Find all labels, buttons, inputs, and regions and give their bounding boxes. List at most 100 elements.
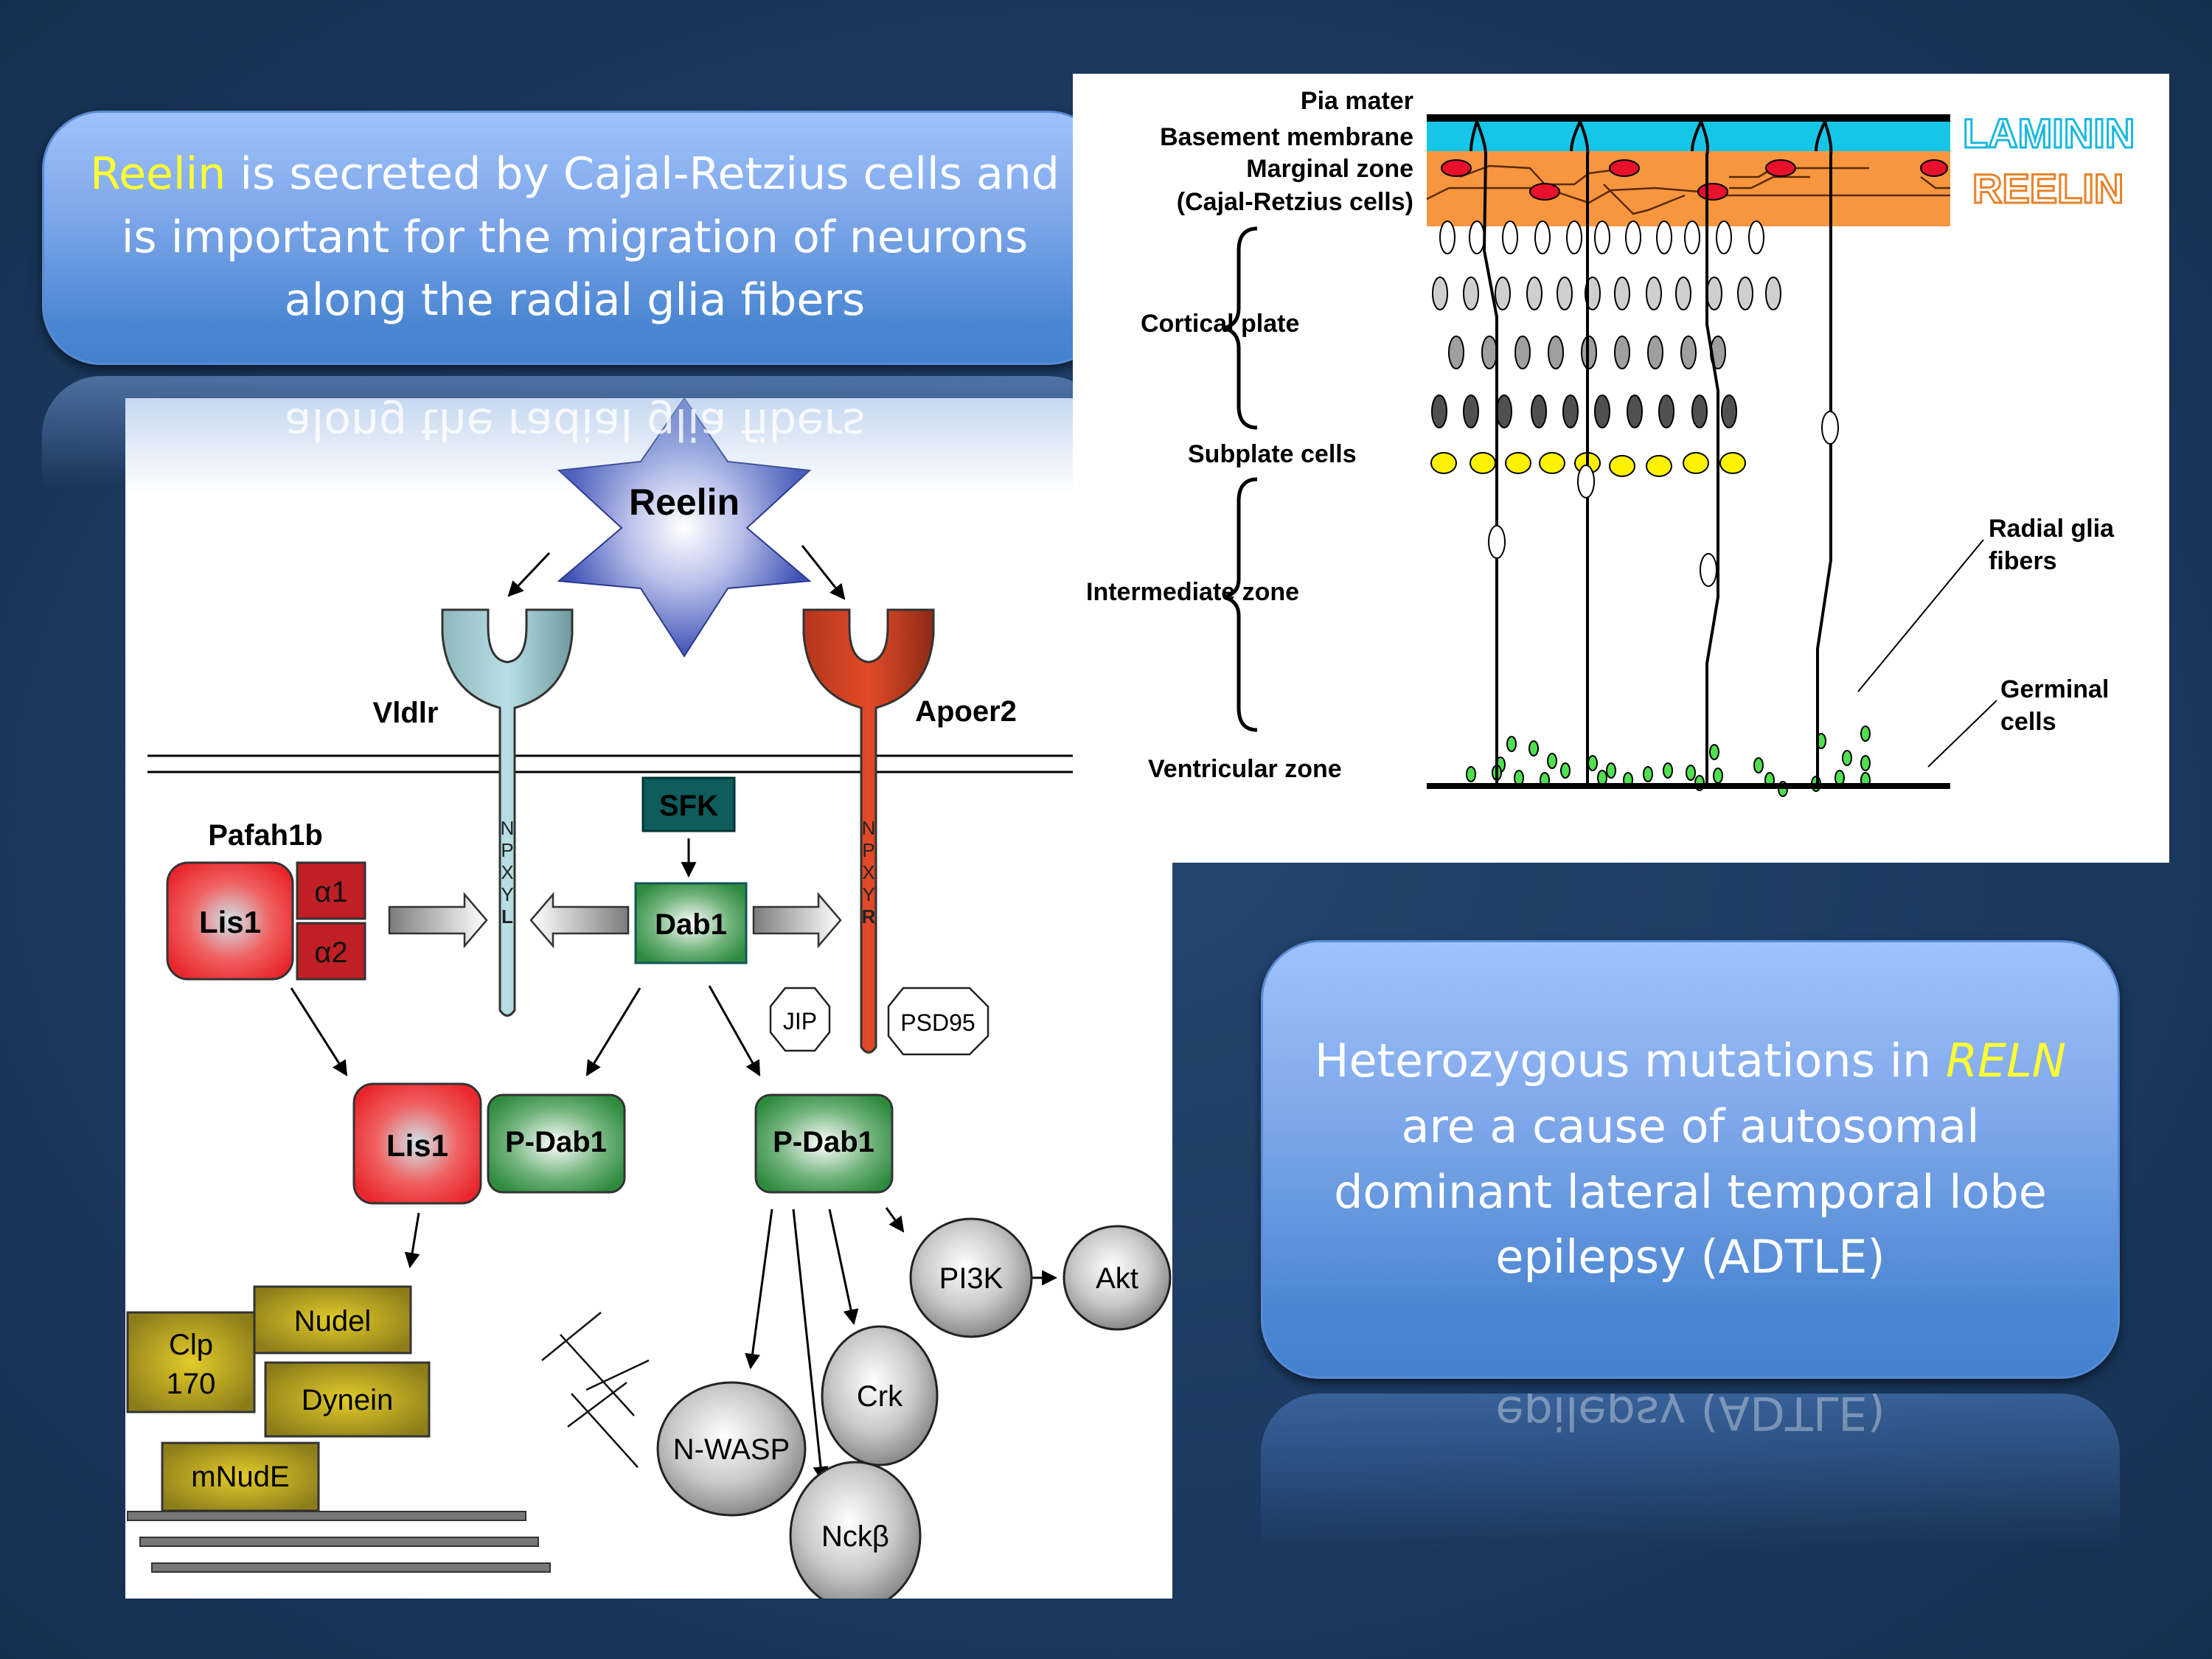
- nwasp-label: N-WASP: [673, 1433, 790, 1466]
- label-pia-mater: Pia mater: [1301, 87, 1413, 115]
- laminin-layer: [1427, 122, 1950, 151]
- reelin-highlight: Reelin: [90, 147, 226, 200]
- germinal-cell: [1686, 765, 1696, 781]
- motif-left-4: L: [501, 905, 513, 928]
- vldlr-receptor: Vldlr N P X Y L: [373, 608, 574, 1017]
- cortical-plate-neuron: [1748, 220, 1764, 254]
- cortical-plate-neuron: [1562, 394, 1579, 428]
- lis1-pdab1-complex: Lis1 P-Dab1: [352, 1082, 626, 1205]
- motif-left-1: P: [501, 839, 513, 861]
- label-cajal-retzius: (Cajal-Retzius cells): [1177, 188, 1413, 216]
- callout1-line3: along the radial glia fibers: [284, 274, 866, 327]
- cortical-plate-neuron: [1625, 220, 1641, 254]
- reln-epilepsy-callout: Heterozygous mutations in RELN are a cau…: [1261, 940, 2120, 1379]
- arrow-reelin-vldlr: [507, 552, 551, 597]
- cortical-plate-neuron: [1481, 335, 1498, 369]
- alpha1-label: α1: [314, 876, 347, 908]
- callout2-line1: Heterozygous mutations in RELN: [1314, 1034, 2067, 1088]
- germinal-cell: [1713, 768, 1723, 784]
- alpha2-box: α2: [296, 922, 366, 981]
- pia-mater-line: [1427, 114, 1950, 122]
- label-radial-glia-1: Radial glia: [1989, 515, 2115, 543]
- cortical-plate-neuron: [1627, 394, 1643, 428]
- germinal-cell: [1643, 766, 1653, 782]
- migrating-neurons: [1488, 411, 1839, 587]
- nudel-label: Nudel: [294, 1305, 372, 1338]
- subplate-cell: [1646, 455, 1672, 477]
- dynein-label: Dynein: [302, 1384, 394, 1416]
- germinal-cell: [1842, 750, 1852, 766]
- cajal-retzius-cell: [1765, 159, 1796, 177]
- cajal-retzius-cell: [1529, 183, 1560, 201]
- cortical-plate-neuron: [1716, 220, 1732, 254]
- actin-filaments: [541, 1312, 650, 1468]
- motif-right-0: N: [862, 817, 876, 839]
- microtubule-3: [151, 1562, 551, 1573]
- reelin-star: Reelin: [557, 397, 812, 658]
- cortical-plate-neuron: [1431, 394, 1447, 428]
- arrow-dab1-complex: [585, 987, 641, 1077]
- pdab1-label: P-Dab1: [773, 1126, 874, 1158]
- label-intermediate-zone: Intermediate zone: [1086, 578, 1299, 606]
- reelin-info-callout: Reelin is secreted by Cajal-Retzius cell…: [42, 111, 1107, 365]
- complex-lis1-label: Lis1: [386, 1128, 448, 1163]
- subplate-cell: [1505, 452, 1531, 474]
- motif-right-3: Y: [862, 883, 874, 905]
- cortical-plate-neuron: [1463, 276, 1479, 310]
- label-cortical-plate: Cortical plate: [1141, 310, 1299, 338]
- reelin-label: Reelin: [629, 481, 740, 523]
- microtubule-1: [127, 1511, 526, 1521]
- crk-node: Crk: [821, 1325, 939, 1467]
- arrow-pdab1-pi3k: [885, 1207, 905, 1233]
- cortical-plate-neuron: [1680, 335, 1697, 369]
- arrow-dab1-pdab1: [708, 985, 761, 1077]
- label-germinal-2: cells: [2000, 708, 2056, 736]
- callout1-line1: Reelin is secreted by Cajal-Retzius cell…: [90, 147, 1060, 200]
- callout2-line3: dominant lateral temporal lobe: [1334, 1164, 2047, 1219]
- radial-glia-pointer: [1857, 539, 1984, 692]
- motif-right-2: X: [862, 861, 874, 883]
- label-radial-glia-2: fibers: [1989, 547, 2057, 575]
- sfk-box: SFK: [641, 776, 736, 832]
- cortical-plate-neuron: [1737, 276, 1753, 310]
- callout2-reflected-text: epilepsy (ADTLE): [1495, 1394, 1885, 1440]
- jip-octagon: JIP: [769, 987, 831, 1052]
- motif-right-1: P: [862, 839, 874, 861]
- cortical-plate-neuron: [1448, 335, 1464, 369]
- cortical-plate-neuron: [1502, 220, 1518, 254]
- germinal-cell: [1860, 755, 1871, 771]
- cortical-plate-neuron: [1566, 220, 1582, 254]
- label-marginal-zone: Marginal zone: [1246, 155, 1413, 183]
- akt-node: Akt: [1062, 1225, 1172, 1331]
- cortical-plate-neuron: [1526, 276, 1543, 310]
- callout2-reflection: epilepsy (ADTLE): [1261, 1394, 2120, 1548]
- intermediate-zone-brace: [1223, 477, 1258, 732]
- nwasp-node: N-WASP: [656, 1381, 807, 1517]
- clp170-label-1: Clp: [169, 1329, 213, 1361]
- germinal-cell: [1587, 755, 1598, 771]
- motif-right-4: R: [862, 905, 876, 928]
- cortical-plate-neuron: [1469, 220, 1485, 254]
- clp170-box: Clp 170: [126, 1311, 256, 1413]
- label-ventricular-zone: Ventricular zone: [1148, 755, 1342, 783]
- subplate-cell: [1539, 452, 1565, 474]
- block-arrow-dab1-vldlr: [529, 891, 630, 949]
- cortical-plate-neuron: [1594, 220, 1610, 254]
- germinal-cell: [1709, 744, 1719, 760]
- sfk-label: SFK: [659, 790, 718, 822]
- pi3k-node: PI3K: [909, 1217, 1033, 1338]
- cortical-plate-neuron: [1658, 394, 1674, 428]
- lis1-label: Lis1: [199, 905, 261, 939]
- ventricular-surface-line: [1427, 783, 1950, 789]
- arrow-pdab1-crk: [828, 1208, 859, 1326]
- germinal-pointer: [1927, 700, 1997, 768]
- germinal-cell: [1663, 762, 1673, 779]
- psd95-octagon: PSD95: [887, 987, 990, 1056]
- subplate-cell: [1719, 452, 1746, 474]
- arrow-pdab1-nwasp: [745, 1208, 773, 1370]
- subplate-cells: [1430, 452, 1746, 477]
- reln-highlight: RELN: [1945, 1034, 2067, 1088]
- apoer2-label: Apoer2: [915, 695, 1017, 728]
- cortical-plate-neuron: [1646, 276, 1662, 310]
- subplate-cell: [1683, 452, 1709, 474]
